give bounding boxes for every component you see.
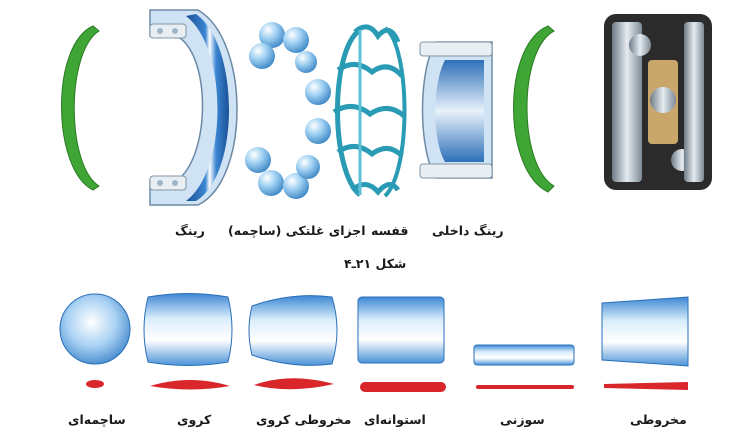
- shape-tapered-spherical: [248, 295, 338, 390]
- inner-ring: [419, 41, 493, 179]
- label-cage: قفسه: [371, 223, 409, 238]
- label-needle: سوزنی: [500, 412, 545, 427]
- shape-spherical: [143, 293, 233, 390]
- label-inner-ring: رینگ داخلی: [432, 223, 504, 238]
- cage: [332, 24, 407, 198]
- shape-cylindrical: [357, 296, 446, 392]
- label-tapered: مخروطی: [630, 412, 687, 427]
- label-cylindrical: استوانه‌ای: [364, 412, 426, 427]
- figure-caption: شکل ۲۱ـ۴: [344, 256, 407, 271]
- label-rolling-elements: اجزای غلتکی (ساچمه): [228, 223, 366, 238]
- label-ball: ساچمه‌ای: [68, 412, 126, 427]
- shape-tapered: [601, 296, 689, 390]
- right-seal: [513, 25, 555, 193]
- assembled-bearing: [604, 14, 712, 190]
- shape-ball: [59, 293, 131, 388]
- shape-needle: [473, 344, 575, 389]
- left-seal: [61, 25, 100, 191]
- label-outer-ring: رینگ: [175, 223, 205, 238]
- label-tapered-spherical: مخروطی کروی: [256, 412, 352, 427]
- label-spherical: کروی: [177, 412, 212, 427]
- balls: [245, 22, 331, 199]
- outer-ring: [149, 9, 238, 206]
